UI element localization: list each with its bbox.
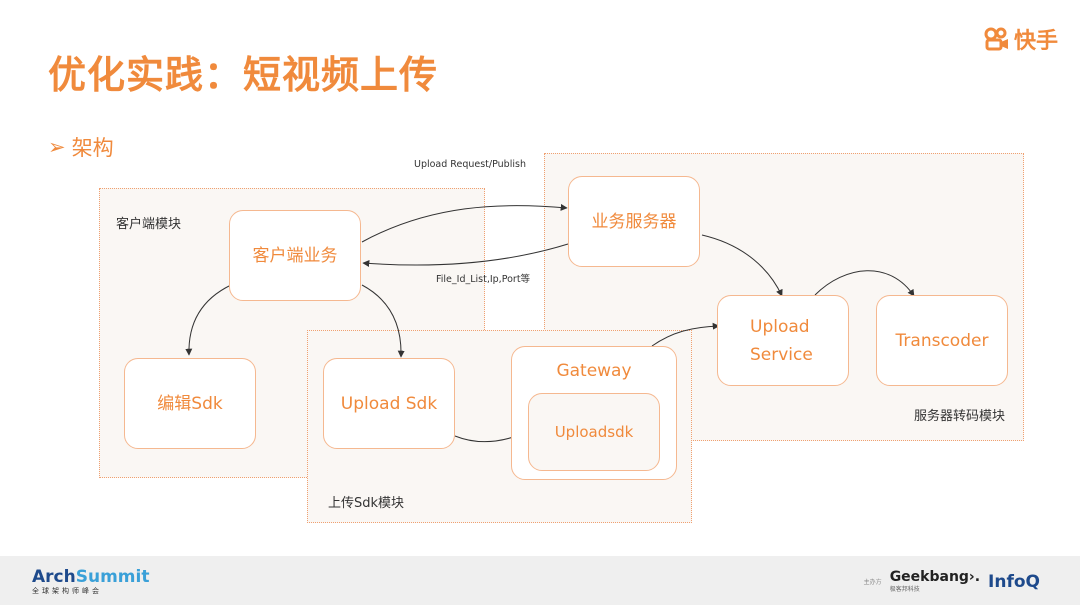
geekbang-name: Geekbang›. (889, 569, 981, 585)
edge-response-file-list (362, 243, 569, 267)
archsummit-name: ArchSummit (32, 568, 149, 586)
edge-client-to-edit-sdk (185, 284, 232, 356)
region-upload-label: 上传Sdk模块 (328, 496, 405, 511)
archsummit-subtitle: 全球架构师峰会 (32, 587, 102, 595)
edge-client-to-upload-sdk (361, 284, 405, 358)
kuaishou-logo: 快手 (984, 24, 1058, 54)
slide-title: 优化实践：短视频上传 (48, 53, 439, 97)
node-client-business: 客户端业务 (229, 210, 361, 301)
edge-gateway-to-upload-service (651, 322, 720, 347)
edge-request-publish (361, 203, 568, 243)
archsummit-logo: ArchSummit 全球架构师峰会 (32, 568, 149, 596)
edge-label-response: File_Id_List,Ip,Port等 (436, 274, 531, 285)
arch-main-text: Arch (32, 567, 76, 587)
node-business-server: 业务服务器 (568, 176, 700, 267)
geekbang-subtitle: 极客邦科技 (889, 586, 920, 593)
edge-upload-service-to-transcoder (814, 270, 915, 297)
node-upload-sdk: Upload Sdk (323, 358, 455, 449)
footer-bar: ArchSummit 全球架构师峰会 主办方 Geekbang›. 极客邦科技 … (0, 556, 1080, 605)
region-client-label: 客户端模块 (116, 217, 182, 232)
arch-accent-text: Summit (75, 567, 150, 587)
upload-service-line2: Service (750, 344, 813, 365)
geekbang-logo: Geekbang›. 极客邦科技 (890, 570, 980, 593)
edge-business-server-to-upload-service (701, 234, 783, 297)
node-uploadsdk: Uploadsdk (528, 393, 660, 471)
node-transcoder: Transcoder (876, 295, 1008, 386)
brand-name: 快手 (1013, 29, 1058, 54)
sponsor-logos: 主办方 Geekbang›. 极客邦科技 InfoQ (864, 570, 1040, 593)
section-heading: 架构 (71, 136, 114, 160)
infoq-logo: InfoQ (988, 571, 1040, 592)
region-server-label: 服务器转码模块 (914, 409, 1006, 424)
upload-service-line1: Upload (750, 316, 810, 337)
arrow-bullet-icon: ➢ (48, 135, 66, 159)
kuaishou-logo-icon (984, 27, 1008, 51)
node-edit-sdk: 编辑Sdk (124, 358, 256, 449)
edge-label-request: Upload Request/Publish (414, 159, 526, 170)
node-upload-service: Upload Service (717, 295, 849, 386)
section-bullet: ➢ 架构 (48, 132, 114, 162)
sponsor-tag: 主办方 (863, 579, 882, 586)
